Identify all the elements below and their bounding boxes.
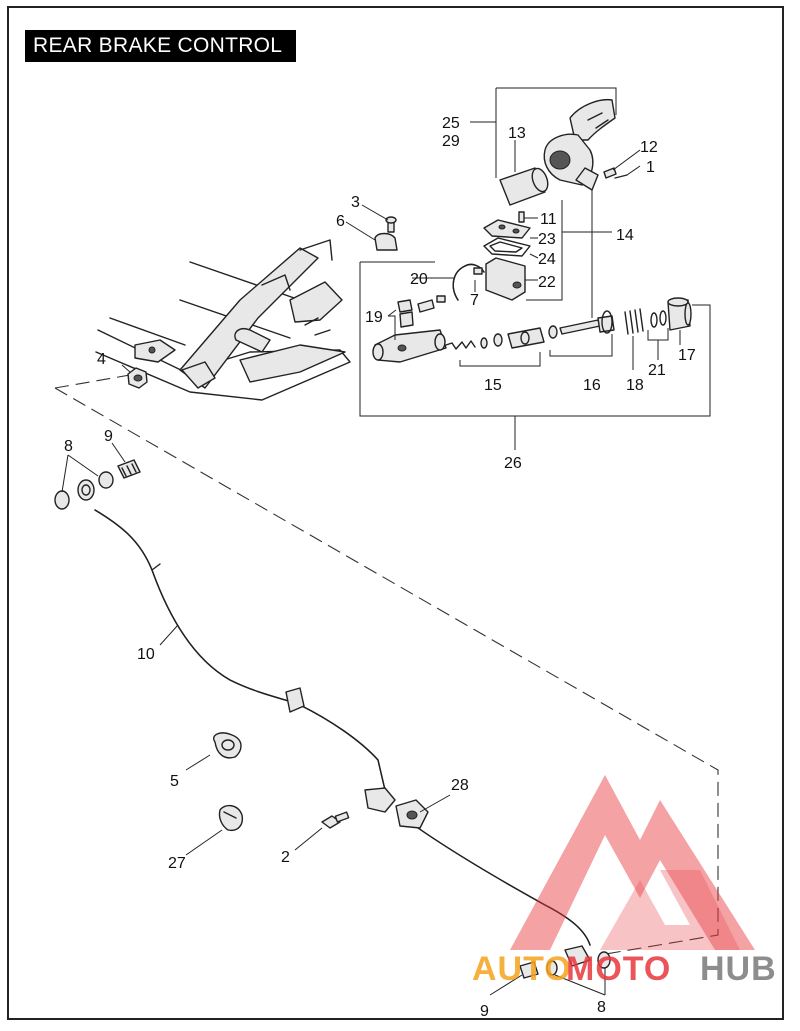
part-17-nut <box>667 297 692 331</box>
callout-8-bottom: 8 <box>597 999 606 1016</box>
part-3-6-clamp <box>374 216 398 251</box>
callout-2: 2 <box>281 849 290 866</box>
callout-29: 29 <box>442 133 460 150</box>
callout-16: 16 <box>583 377 601 394</box>
callout-18: 18 <box>626 377 644 394</box>
diagram-frame <box>7 6 784 1020</box>
part-8-9-upper-fittings <box>54 459 141 510</box>
callout-10: 10 <box>137 646 155 663</box>
callout-13: 13 <box>508 125 526 142</box>
callout-9-top: 9 <box>104 428 113 445</box>
part-2-bolt <box>321 811 350 829</box>
part-4-nut <box>127 367 148 389</box>
part-18-boot <box>601 308 644 335</box>
callout-14: 14 <box>616 227 634 244</box>
part-20-hose <box>436 263 485 303</box>
part-21-washers <box>650 310 667 328</box>
part-22-reservoir <box>485 257 526 301</box>
callout-28: 28 <box>451 777 469 794</box>
part-8-9-lower-fittings <box>519 951 611 979</box>
callout-labels: 25 29 13 12 1 3 6 11 14 23 24 20 22 7 19… <box>64 115 696 1020</box>
callout-25: 25 <box>442 115 460 132</box>
callout-20: 20 <box>410 271 428 288</box>
part-13-bushing <box>499 167 549 206</box>
watermark-text-hub: HUB <box>700 950 777 988</box>
callout-21: 21 <box>648 362 666 379</box>
part-25-brake-pedal <box>543 98 616 191</box>
master-cylinder-body <box>372 329 447 363</box>
callout-19: 19 <box>365 309 383 326</box>
assembly-dashed-line <box>54 374 719 956</box>
watermark-logo: AUTO MOTO HUB <box>472 775 777 988</box>
callout-4: 4 <box>97 351 106 368</box>
part-5-clip <box>213 732 242 759</box>
leader-lines <box>61 87 711 996</box>
callout-9-bottom: 9 <box>480 1003 489 1020</box>
callout-17: 17 <box>678 347 696 364</box>
callout-8-top: 8 <box>64 438 73 455</box>
callout-5: 5 <box>170 773 179 790</box>
callout-7: 7 <box>470 292 479 309</box>
callout-24: 24 <box>538 251 556 268</box>
part-23-cover <box>483 211 531 239</box>
callout-12: 12 <box>640 139 658 156</box>
callout-27: 27 <box>168 855 186 872</box>
part-24-gasket <box>483 237 531 257</box>
callout-11: 11 <box>540 211 557 228</box>
callout-6: 6 <box>336 213 345 230</box>
watermark-text-auto: AUTO <box>472 950 572 988</box>
callout-3: 3 <box>351 194 360 211</box>
part-16-push-rod <box>548 315 615 339</box>
diagram-title: REAR BRAKE CONTROL <box>25 30 297 62</box>
callout-26: 26 <box>504 455 522 472</box>
callout-15: 15 <box>484 377 502 394</box>
watermark-text-moto: MOTO <box>566 950 671 988</box>
part-15-piston-kit <box>445 327 545 350</box>
part-10-brake-line <box>94 509 591 967</box>
part-19-fitting <box>397 299 435 328</box>
frame-section <box>95 239 351 401</box>
callout-23: 23 <box>538 231 556 248</box>
part-27-clip <box>218 804 244 832</box>
callout-22: 22 <box>538 274 556 291</box>
part-12-1-pin <box>603 167 628 179</box>
callout-1: 1 <box>646 159 655 176</box>
